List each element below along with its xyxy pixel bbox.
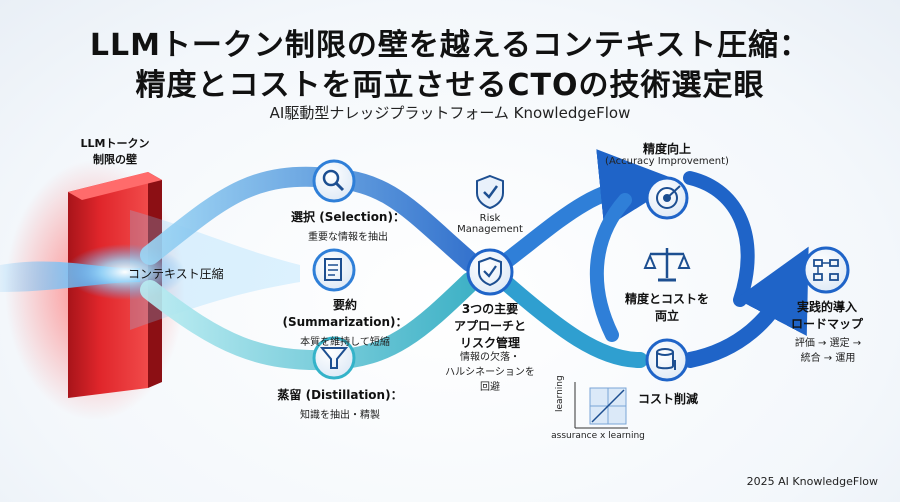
compression-label: コンテキスト圧縮 (128, 267, 224, 281)
approach-distillation: 蒸留 (Distillation)： 知識を抽出・精製 (275, 386, 405, 422)
balance-label: 精度とコストを 両立 (624, 292, 709, 323)
hub-desc: 情報の欠落・ ハルシネーションを 回避 (445, 352, 535, 393)
roadmap-steps: 評価 → 選定 → 統合 → 運用 (794, 338, 862, 364)
flow-to-accuracy (497, 149, 680, 270)
flow-to-cost (497, 274, 648, 368)
database-icon (645, 338, 689, 382)
approach-summarization-desc: 本質を維持して短縮 (300, 337, 390, 348)
flow-to-roadmap (682, 246, 809, 368)
cycle-right (683, 171, 755, 307)
approach-selection: 選択 (Selection)： 重要な情報を抽出 (288, 208, 408, 244)
approach-selection-desc: 重要な情報を抽出 (308, 232, 388, 243)
approach-distillation-title: 蒸留 (Distillation)： (277, 388, 403, 402)
cycle-left (589, 193, 632, 342)
mini-chart-ylabel: learning (555, 375, 565, 412)
page-title-line-1: LLMトークン制限の壁を越えるコンテキスト圧縮： (89, 28, 811, 63)
accuracy-subtitle: (Accuracy Improvement) (605, 156, 729, 167)
page-title-line-2: 精度とコストを両立させるCTOの技術選定眼 (135, 68, 765, 103)
cost-label: コスト削減 (637, 392, 698, 406)
hub-shield-icon (466, 248, 514, 296)
approach-distillation-desc: 知識を抽出・精製 (300, 410, 380, 421)
risk-label: Risk Management (457, 213, 523, 235)
mini-quadrant-chart (574, 382, 628, 429)
approach-selection-title: 選択 (Selection)： (291, 210, 405, 224)
mini-chart-xlabel: assurance x learning (551, 431, 645, 441)
hub-title: 3つの主要 アプローチと リスク管理 (453, 302, 526, 350)
flowchart-icon (802, 246, 850, 294)
roadmap-title: 実践的導入 ロードマップ (790, 300, 863, 331)
target-icon (645, 176, 689, 220)
page-subtitle: AI駆動型ナレッジプラットフォーム KnowledgeFlow (269, 104, 631, 122)
scales-icon (643, 248, 691, 282)
wall-label-text: LLMトークン 制限の壁 (80, 137, 150, 166)
accuracy-title: 精度向上 (642, 142, 691, 156)
magnifier-icon (312, 159, 356, 203)
approach-summarization: 要約 (Summarization)： 本質を維持して短縮 (270, 296, 420, 349)
shield-check-icon (476, 174, 504, 210)
document-icon (312, 248, 356, 292)
funnel-icon (312, 336, 356, 380)
approach-summarization-title: 要約 (Summarization)： (282, 298, 408, 329)
footer-credit: 2025 AI KnowledgeFlow (746, 475, 878, 488)
wall-label: LLMトークン 制限の壁 (60, 135, 170, 167)
